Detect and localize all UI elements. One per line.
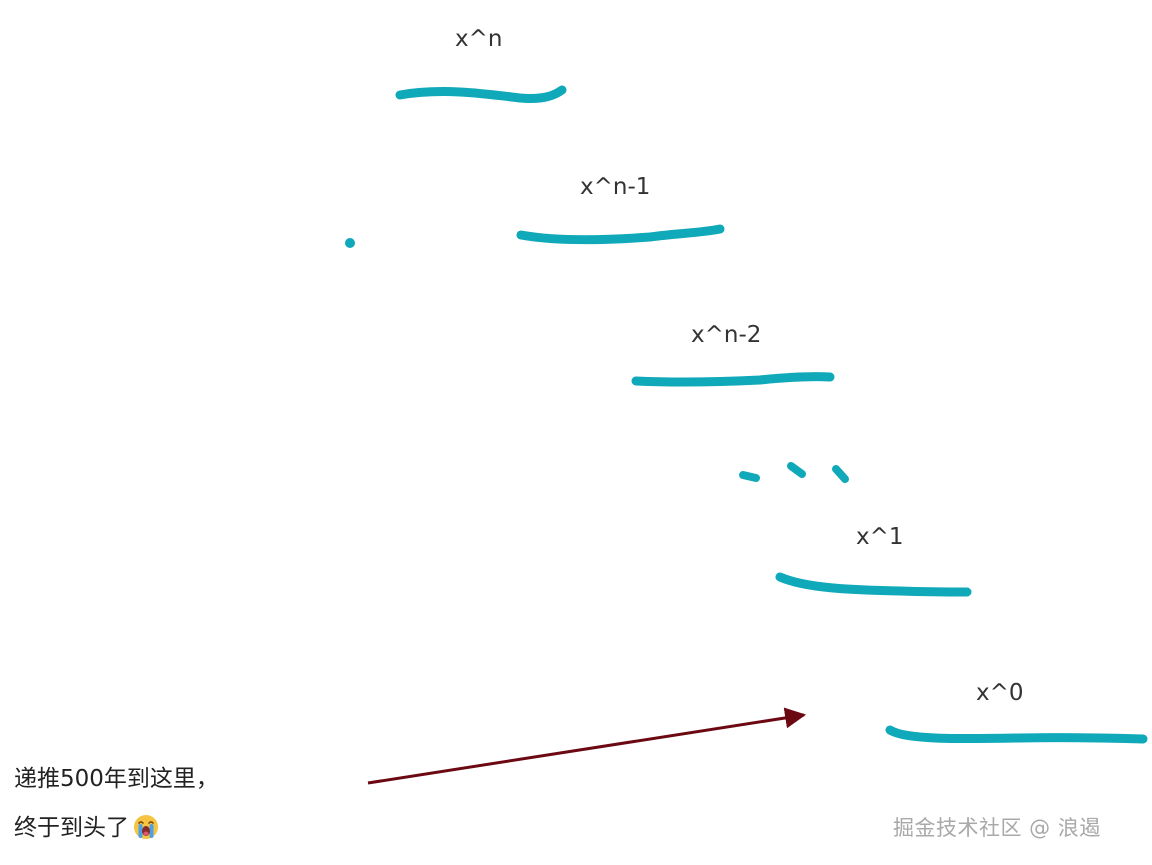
pointer-arrow (367, 707, 807, 785)
step-label-x-0: x^0 (976, 680, 1024, 706)
ellipsis-dash-3 (832, 465, 849, 483)
caption-line-1: 递推500年到这里， (14, 766, 219, 792)
caption-line-2: 终于到头了 (14, 815, 129, 841)
step-label-x-1: x^1 (856, 524, 904, 550)
stray-dot (345, 238, 355, 248)
ellipsis-dash-2 (787, 462, 806, 478)
step-stroke-x-n-2 (631, 372, 835, 387)
step-stroke-x-1 (775, 572, 972, 597)
step-stroke-x-n-1 (516, 224, 725, 245)
step-label-x-n-1: x^n-1 (580, 174, 650, 200)
crying-face-icon (134, 815, 158, 839)
step-label-x-n-2: x^n-2 (691, 322, 761, 348)
watermark: 掘金技术社区 @ 浪遏 (893, 816, 1101, 840)
step-stroke-x-n (395, 85, 567, 103)
step-label-x-n: x^n (455, 26, 502, 52)
caption-line-2-wrapper: 终于到头了 (14, 813, 159, 843)
step-stroke-x-0 (885, 725, 1148, 744)
ellipsis-dash-1 (739, 471, 760, 482)
